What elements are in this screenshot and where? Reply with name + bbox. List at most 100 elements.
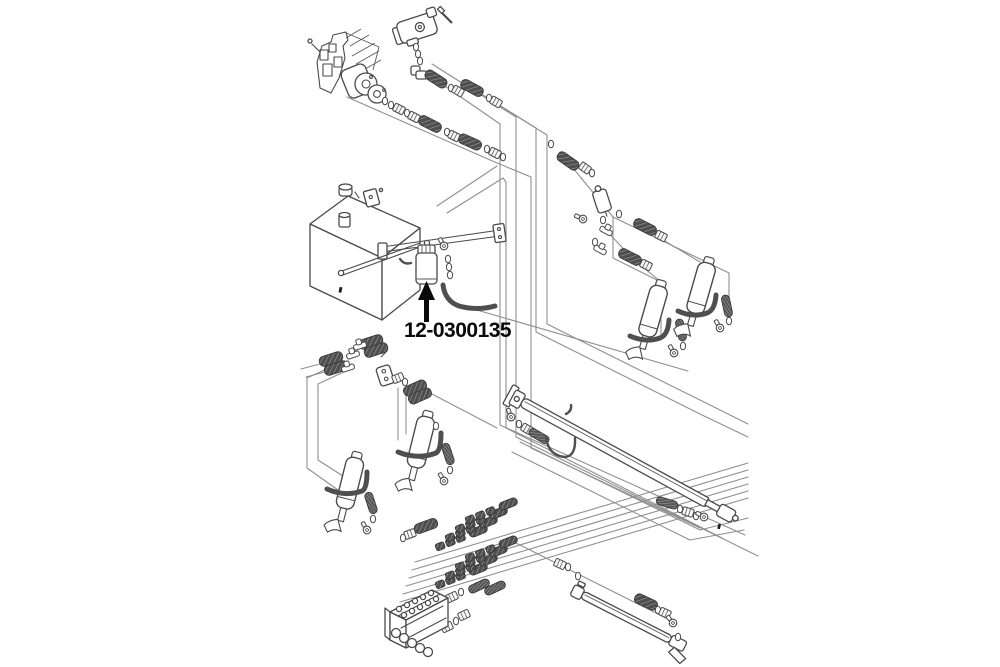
right-hose-group: [547, 139, 669, 272]
long-hydraulic-cylinder: [502, 384, 739, 530]
washer: [591, 237, 599, 247]
valve-port: [403, 601, 411, 609]
valve-port: [432, 595, 440, 603]
washer: [387, 100, 395, 110]
index-mark: [717, 523, 722, 530]
hose-segment: [456, 132, 484, 152]
washer: [381, 96, 389, 106]
bolt: [380, 350, 388, 358]
valve-port: [416, 603, 424, 611]
engine-block-sketch: [316, 28, 382, 94]
spring-guard-hose: [720, 293, 734, 319]
banjo-fitting: [572, 211, 589, 225]
washer: [399, 533, 407, 543]
washer: [412, 42, 420, 52]
tank-flange-plate: [362, 188, 381, 208]
washer: [499, 152, 507, 162]
spool-cap: [422, 646, 434, 658]
washer: [446, 270, 454, 280]
cylinder-hose: [395, 430, 444, 459]
suction-tube: [337, 242, 421, 277]
part-number-label: 12-0300135: [404, 319, 512, 342]
hose-segment: [412, 516, 440, 536]
valve-port: [395, 605, 403, 613]
cylinder-hose: [324, 469, 370, 497]
steering-cylinder: [552, 557, 688, 665]
hose-segment: [631, 216, 659, 238]
hose-fitting: [456, 608, 472, 622]
washer: [574, 571, 582, 581]
tilt-cylinder-2: [671, 252, 734, 343]
banjo-fitting: [358, 519, 373, 536]
washer: [483, 144, 491, 154]
control-valve-block: [384, 589, 449, 658]
hose-fitting: [681, 506, 695, 518]
spool-cap: [390, 627, 402, 639]
bolt: [354, 191, 360, 199]
washer: [599, 215, 607, 225]
valve-port: [411, 597, 419, 605]
valve-port: [400, 611, 408, 619]
part-number-callout: 12-0300135: [404, 281, 512, 342]
banjo-fitting: [435, 470, 450, 487]
cylinder-hose: [675, 292, 719, 318]
hose-fitting: [552, 557, 568, 571]
washer: [725, 316, 733, 326]
callout-arrow-shaft: [424, 296, 429, 322]
washer: [674, 632, 682, 642]
spool-cap: [414, 642, 426, 654]
valve-assembly-top: [391, 5, 504, 109]
lift-cylinder-2: [321, 447, 379, 538]
hose-segment: [458, 77, 486, 99]
washer: [414, 49, 422, 59]
curved-hose: [544, 436, 577, 459]
right-junction-valve-block: [592, 185, 612, 217]
spool-cap: [398, 632, 410, 644]
bolt: [436, 5, 453, 24]
lift-cylinder-1: [392, 406, 456, 497]
tank-filler-cap: [338, 183, 353, 197]
washer: [588, 168, 596, 178]
washer: [679, 341, 687, 351]
hose-hook: [564, 403, 573, 416]
washer: [369, 514, 377, 524]
valve-port: [427, 589, 435, 597]
valve-port: [408, 607, 416, 615]
hose-segment: [554, 149, 582, 173]
spool-cap: [406, 637, 418, 649]
pickup-elbow: [398, 257, 413, 265]
hydraulic-tank: [309, 183, 507, 321]
hose-segment: [416, 113, 444, 135]
washer: [452, 616, 460, 626]
engine-pump-assembly: [307, 28, 507, 162]
tilt-cylinder-1: [623, 275, 688, 366]
tee-fitting-cluster: [317, 333, 434, 406]
filter-outlet-hose: [440, 282, 498, 311]
hose-fitting: [391, 102, 407, 116]
pump-fitting-chain: [381, 96, 507, 162]
washer: [444, 254, 452, 264]
bolt: [307, 38, 321, 53]
hose-routing-lines: [300, 63, 759, 622]
tank-filler-neck: [338, 211, 351, 228]
washer: [401, 377, 409, 387]
banjo-fitting: [711, 317, 726, 334]
callout-arrow-head: [418, 281, 435, 300]
spring-guard-hose: [440, 441, 456, 467]
elbow-fitting: [410, 65, 428, 80]
washer: [564, 562, 572, 572]
hose-segment: [422, 67, 450, 91]
oil-filter: [415, 239, 438, 285]
washer: [547, 139, 555, 149]
banjo-fitting: [665, 342, 680, 359]
cylinder-hose: [627, 317, 672, 343]
washer: [457, 587, 465, 597]
washer: [446, 465, 454, 475]
bolt: [378, 187, 384, 193]
index-mark: [338, 286, 343, 293]
washer: [432, 421, 440, 431]
valve-port: [424, 599, 432, 607]
washer: [615, 209, 623, 219]
